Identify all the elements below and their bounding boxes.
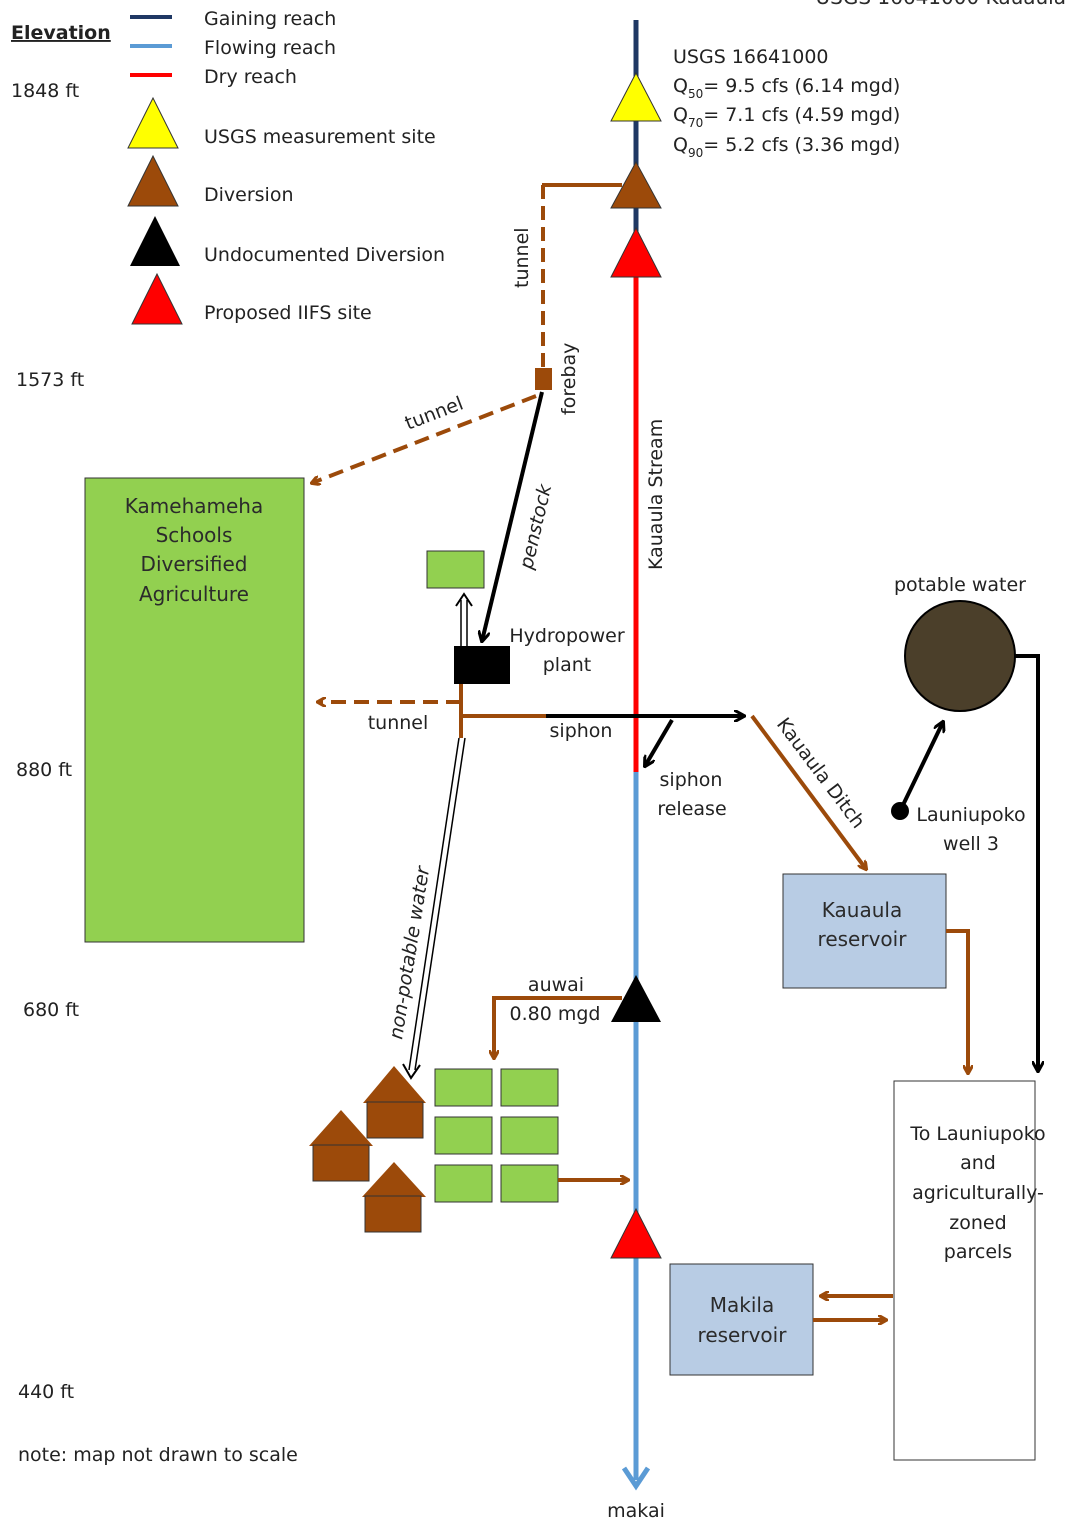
hydropower-label: Hydropower	[509, 625, 625, 647]
legend-title: Elevation	[11, 22, 111, 44]
hydropower-label: plant	[543, 654, 591, 676]
header-title: USGS 16641000 Kauaula	[816, 0, 1066, 9]
elevation-label: 1573 ft	[16, 369, 84, 391]
kamehameha-line: Schools	[156, 523, 233, 547]
nonpotable-line	[408, 737, 460, 1071]
usgs-gauge-triangle-icon	[610, 71, 662, 122]
kamehameha-line: Kamehameha	[125, 494, 263, 518]
kauaula-reservoir-line: Kauaula	[822, 898, 902, 922]
legend-proposed-triangle-icon	[131, 272, 183, 325]
field-plot	[434, 1164, 493, 1203]
field-plot	[500, 1164, 559, 1203]
elevation-label: 680 ft	[23, 999, 79, 1021]
house-icon	[309, 1110, 373, 1182]
makai-label: makai	[607, 1500, 665, 1522]
auwai-line	[494, 996, 622, 1058]
siphon-release-label: release	[657, 798, 726, 820]
kauaula-ditch-line	[750, 714, 866, 869]
tank-outflow-line	[1015, 654, 1038, 1071]
legend-flowing-label: Flowing reach	[204, 37, 336, 59]
kamehameha-box: Kamehameha Schools Diversified Agricultu…	[84, 477, 305, 943]
house-icon	[362, 1162, 426, 1233]
elevation-label: 1848 ft	[11, 80, 79, 102]
kauaula-reservoir-line: reservoir	[818, 927, 908, 951]
auwai-label: 0.80 mgd	[510, 1003, 601, 1025]
legend-gaining-label: Gaining reach	[204, 8, 336, 30]
kamehameha-line: Agriculture	[139, 582, 249, 606]
makila-reservoir-line: Makila	[710, 1293, 774, 1317]
launiupoko-line: and	[960, 1152, 996, 1174]
legend-undocumented-label: Undocumented Diversion	[204, 244, 445, 266]
launiupoko-line: parcels	[944, 1241, 1012, 1263]
potable-water-label: potable water	[894, 574, 1026, 596]
legend-diversion-triangle-icon	[127, 154, 179, 207]
gauge-q90: Q90= 5.2 cfs (3.36 mgd)	[673, 134, 900, 160]
well-label: well 3	[943, 833, 999, 855]
penstock-line	[482, 391, 544, 641]
scale-note: note: map not drawn to scale	[18, 1444, 298, 1466]
legend-usgs-label: USGS measurement site	[204, 126, 436, 148]
gauge-q70: Q70= 7.1 cfs (4.59 mgd)	[673, 104, 900, 130]
gauge-id: USGS 16641000	[673, 46, 829, 68]
reservoir-outflow-line	[946, 929, 968, 1073]
kauaula-ditch-label: Kauaula Ditch	[772, 714, 869, 833]
kamehameha-line: Diversified	[141, 552, 248, 576]
proposed-iifs-lower-triangle-icon	[610, 1207, 662, 1259]
diversion-triangle-icon	[610, 160, 662, 209]
launiupoko-line: agriculturally-	[912, 1182, 1044, 1204]
nonpotable-line	[414, 737, 466, 1071]
siphon-release-line	[645, 718, 674, 766]
lower-tunnel-label: tunnel	[368, 712, 429, 734]
kauaula-reservoir-box: Kauaula reservoir	[782, 873, 947, 989]
launiupoko-line: To Launiupoko	[909, 1123, 1045, 1145]
proposed-iifs-upper-triangle-icon	[610, 226, 662, 278]
legend-usgs-triangle-icon	[127, 96, 179, 149]
undocumented-diversion-triangle-icon	[611, 975, 661, 1022]
mid-tunnel-line	[312, 394, 537, 483]
stream-end-arrow-icon	[621, 1466, 651, 1491]
elevation-label: 440 ft	[18, 1381, 74, 1403]
field-plot	[434, 1116, 493, 1155]
elevation-label: 880 ft	[16, 759, 72, 781]
makila-reservoir-line: reservoir	[698, 1323, 788, 1347]
legend-undocumented-triangle-icon	[130, 216, 180, 266]
field-plot	[500, 1068, 559, 1107]
small-field-box	[426, 550, 485, 589]
potable-water-tank-icon	[904, 600, 1016, 712]
siphon-label: siphon	[550, 720, 613, 742]
auwai-label: auwai	[528, 974, 584, 996]
launiupoko-line: zoned	[949, 1212, 1006, 1234]
upper-tunnel-label: tunnel	[511, 227, 533, 288]
well-label: Launiupoko	[916, 804, 1025, 826]
hydropower-plant-box	[454, 646, 510, 684]
siphon-release-label: siphon	[660, 769, 723, 791]
field-plot	[434, 1068, 493, 1107]
legend-dry-label: Dry reach	[204, 66, 297, 88]
nonpotable-arrow-icon	[402, 1063, 421, 1080]
legend: Elevation Gaining reach Flowing reach Dr…	[11, 8, 445, 325]
mid-tunnel-label: tunnel	[402, 392, 466, 434]
field-grid	[434, 1068, 559, 1203]
stream-label: Kauaula Stream	[645, 419, 667, 570]
makila-reservoir-box: Makila reservoir	[669, 1263, 814, 1376]
legend-diversion-label: Diversion	[204, 184, 294, 206]
penstock-label: penstock	[515, 481, 556, 572]
well-to-tank-line	[901, 722, 943, 806]
launiupoko-box: To Launiupoko and agriculturally- zoned …	[893, 1080, 1046, 1461]
gauge-info: USGS 16641000 Q50= 9.5 cfs (6.14 mgd) Q7…	[673, 46, 900, 160]
well-point-icon	[891, 802, 909, 820]
field-plot	[500, 1116, 559, 1155]
forebay-label: forebay	[558, 343, 580, 415]
hydro-to-field-arrow-icon	[455, 592, 473, 607]
gauge-q50: Q50= 9.5 cfs (6.14 mgd)	[673, 75, 900, 101]
forebay-box	[535, 368, 552, 390]
legend-proposed-label: Proposed IIFS site	[204, 302, 372, 324]
house-icon	[363, 1066, 426, 1139]
